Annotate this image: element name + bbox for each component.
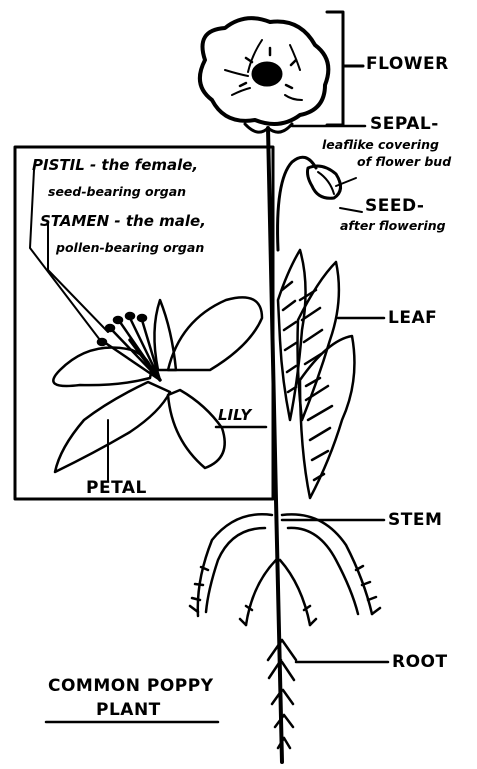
petal-label: PETAL [86,480,147,497]
flower-label: FLOWER [366,56,449,73]
flower-bracket [327,12,363,125]
sepal-label: SEPAL- [370,116,439,133]
lily-label: LILY [218,408,251,423]
sepal-description-1: leaflike covering [322,139,439,152]
pistil-label: PISTIL - the female, [32,158,198,173]
leaf-label: LEAF [388,310,437,327]
bud-stem [278,157,316,250]
root-label: ROOT [392,654,448,671]
stem-label: STEM [388,512,442,529]
pistil-description: seed-bearing organ [48,186,186,199]
stamen-label: STAMEN - the male, [40,214,206,229]
stamen-description: pollen-bearing organ [56,242,204,255]
upper-leaves [278,250,354,498]
poppy-flower [200,18,328,124]
lily-flower [53,297,262,472]
caption-line-2: PLANT [96,702,161,719]
sepal-description-2: of flower bud [357,156,451,169]
flower-bud [308,166,341,198]
seed-label: SEED- [365,198,424,215]
seed-description: after flowering [340,220,446,233]
caption-line-1: COMMON POPPY [48,678,214,695]
lower-leaves [190,514,380,625]
